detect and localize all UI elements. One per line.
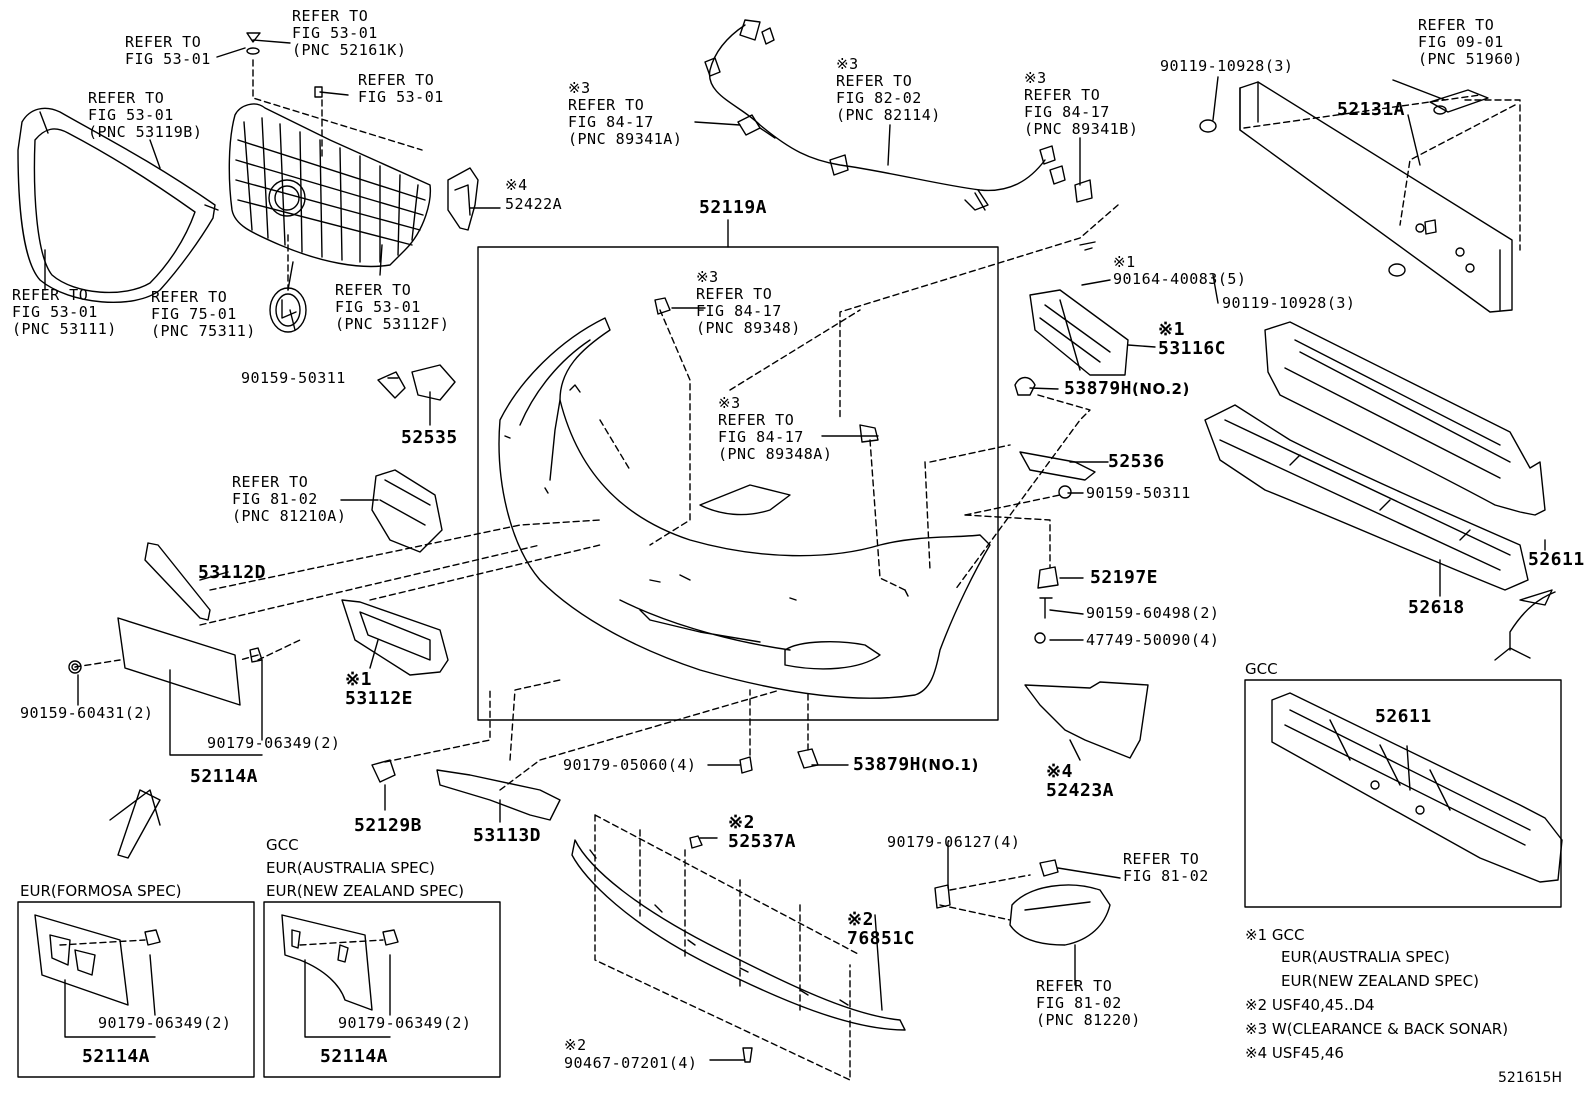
lower-parts-drawing [371, 748, 1111, 1063]
part-90159-50311-left: 90159-50311 [241, 369, 346, 387]
part-53879h-no2: 53879H(NO.2) [1064, 378, 1190, 399]
ref-pnc-52161k: REFER TO FIG 53-01 (PNC 52161K) [292, 7, 407, 59]
gcc-eur-box-frame [263, 901, 501, 1078]
ref-pnc-89341a: ※3 REFER TO FIG 84-17 (PNC 89341A) [568, 79, 683, 148]
ref-fig-53-01-screw: REFER TO FIG 53-01 [358, 71, 444, 106]
ref-pnc-82114: ※3 REFER TO FIG 82-02 (PNC 82114) [836, 55, 941, 124]
region-gcc-eur: GCC EUR(AUSTRALIA SPEC) EUR(NEW ZEALAND … [266, 836, 464, 900]
absorbers-drawing [1204, 321, 1556, 661]
part-52422a-note: ※4 52422A [505, 176, 563, 213]
ref-pnc-89341b: ※3 REFER TO FIG 84-17 (PNC 89341B) [1024, 69, 1139, 138]
part-53112d: 53112D [198, 562, 267, 583]
part-52618: 52618 [1408, 597, 1465, 618]
part-76851c: ※2 76851C [847, 909, 916, 949]
part-90467-07201: ※2 90467-07201(4) [564, 1036, 698, 1072]
ref-pnc-75311: REFER TO FIG 75-01 (PNC 75311) [151, 288, 256, 340]
part-47749-50090: 47749-50090(4) [1086, 631, 1220, 649]
part-52535: 52535 [401, 427, 458, 448]
part-53112e: ※1 53112E [345, 669, 414, 709]
top-clips-drawing [246, 32, 323, 98]
note-1a: EUR(AUSTRALIA SPEC) [1281, 948, 1450, 966]
note-2: ※2 USF40,45..D4 [1245, 996, 1375, 1014]
part-52423a: ※4 52423A [1046, 761, 1115, 801]
right-brackets-drawing [654, 289, 1149, 759]
left-parts-drawing [68, 364, 456, 706]
part-52131a: 52131A [1337, 99, 1406, 120]
grille-surround-drawing [17, 107, 219, 304]
part-53113d: 53113D [473, 825, 542, 846]
bumper-cover-drawing [498, 317, 991, 699]
ref-pnc-51960: REFER TO FIG 09-01 (PNC 51960) [1418, 16, 1523, 68]
part-52611-top: 52611 [1528, 549, 1585, 570]
part-53879h-no1-suffix: (NO.1) [921, 756, 979, 774]
part-52536: 52536 [1108, 451, 1165, 472]
wiring-harness-drawing [704, 19, 1093, 211]
part-52114a-formosa: 52114A [82, 1046, 151, 1067]
part-90164-40083: ※1 90164-40083(5) [1113, 253, 1247, 288]
ref-pnc-53111: REFER TO FIG 53-01 (PNC 53111) [12, 286, 117, 338]
part-90159-50311-right: 90159-50311 [1086, 484, 1191, 502]
part-90179-06127: 90179-06127(4) [887, 833, 1021, 851]
bumper-box-frame [477, 246, 999, 721]
arrow-left [109, 789, 161, 859]
figure-id: 521615H [1498, 1070, 1562, 1086]
gcc-box-frame [1244, 679, 1562, 908]
ref-fig-81-02: REFER TO FIG 81-02 [1123, 850, 1209, 885]
part-52119a: 52119A [699, 197, 768, 218]
ref-pnc-89348a: ※3 REFER TO FIG 84-17 (PNC 89348A) [718, 394, 833, 463]
plate-brackets-drawing [34, 914, 399, 1011]
dashed-assembly-lines [59, 59, 1521, 1081]
part-90179-06349-main: 90179-06349(2) [207, 734, 341, 752]
part-90159-60498: 90159-60498(2) [1086, 604, 1220, 622]
part-52129b: 52129B [354, 815, 423, 836]
ref-pnc-89348: ※3 REFER TO FIG 84-17 (PNC 89348) [696, 268, 801, 337]
leader-lines [44, 39, 1546, 1061]
gcc-absorber-drawing [1271, 692, 1563, 883]
emblem-drawing [269, 287, 307, 333]
reinforcement-52131A-drawing [1079, 81, 1513, 313]
ref-pnc-81210a: REFER TO FIG 81-02 (PNC 81210A) [232, 473, 347, 525]
ref-fig-53-01-clip: REFER TO FIG 53-01 [125, 33, 211, 68]
note-1b: EUR(NEW ZEALAND SPEC) [1281, 972, 1479, 990]
part-52611-gcc: 52611 [1375, 706, 1432, 727]
part-52537a: ※2 52537A [728, 812, 797, 852]
part-52197e: 52197E [1090, 567, 1159, 588]
eur-formosa-box-frame [17, 901, 255, 1078]
ref-pnc-53112f: REFER TO FIG 53-01 (PNC 53112F) [335, 281, 450, 333]
part-52114a-gcc: 52114A [320, 1046, 389, 1067]
part-90119-10928-bottom: 90119-10928(3) [1222, 294, 1356, 312]
part-90179-06349-gcc: 90179-06349(2) [338, 1014, 472, 1032]
part-90159-60431: 90159-60431(2) [20, 704, 154, 722]
part-53116c: ※1 53116C [1158, 319, 1227, 359]
part-52114a-main: 52114A [190, 766, 259, 787]
part-90179-05060: 90179-05060(4) [563, 756, 697, 774]
note-3: ※3 W(CLEARANCE & BACK SONAR) [1245, 1020, 1509, 1038]
part-90179-06349-formosa: 90179-06349(2) [98, 1014, 232, 1032]
part-53879h-no2-suffix: (NO.2) [1132, 380, 1190, 398]
part-90119-10928-top: 90119-10928(3) [1160, 57, 1294, 75]
region-gcc-right: GCC [1245, 660, 1278, 678]
ref-pnc-53119b: REFER TO FIG 53-01 (PNC 53119B) [88, 89, 203, 141]
bracket-52422A-drawing [447, 167, 479, 231]
note-1: ※1 GCC [1245, 926, 1305, 944]
region-eur-formosa: EUR(FORMOSA SPEC) [20, 882, 182, 900]
grille-drawing [228, 103, 432, 268]
part-53879h-no1: 53879H(NO.1) [853, 754, 979, 775]
ref-pnc-81220: REFER TO FIG 81-02 (PNC 81220) [1036, 977, 1141, 1029]
note-4: ※4 USF45,46 [1245, 1044, 1344, 1062]
